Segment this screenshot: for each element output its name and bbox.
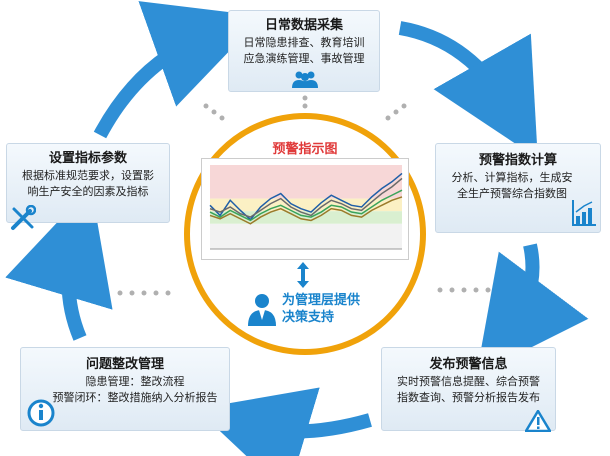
warning-icon (525, 410, 551, 432)
box-title: 问题整改管理 (85, 357, 164, 372)
updown-arrow-icon (297, 262, 309, 288)
chart-band-0 (210, 165, 402, 199)
chart-band-2 (210, 211, 402, 224)
support-line-1: 为管理层提供 (282, 293, 361, 308)
box-line: 应急演练管理、事故管理 (243, 52, 365, 65)
box-title: 日常数据采集 (264, 18, 343, 33)
dotted-connectors (117, 95, 491, 296)
box-line: 实时预警信息提醒、综合预警 (397, 375, 540, 388)
warning-chart-svg (209, 165, 403, 250)
chart-series-2 (209, 189, 403, 222)
chart-band-3 (210, 223, 402, 249)
box-line: 响生产安全的因素及指标 (27, 185, 149, 198)
box-line: 分析、计算指标，生成安 (451, 171, 573, 184)
box-title: 设置指标参数 (48, 151, 127, 166)
arrow-bottom-right-to-left (196, 387, 372, 456)
box-line: 指数查询、预警分析报告发布 (397, 391, 540, 404)
arrow-right-to-bottom (476, 243, 589, 375)
box-line: 根据标准规范要求，设置影 (22, 169, 154, 182)
support-line-2: 决策支持 (282, 310, 335, 325)
tools-icon (11, 205, 36, 230)
arrow-left-to-top (93, 1, 263, 139)
chart-series-3 (209, 196, 403, 225)
arrow-top-to-right (398, 21, 538, 159)
box-title: 预警指数计算 (478, 153, 557, 168)
chart-series-1 (209, 177, 403, 218)
arrow-bottom-to-left (5, 186, 113, 341)
manager-icon (248, 294, 276, 326)
decision-support-text: 为管理层提供 决策支持 (282, 292, 360, 326)
box-line: 日常隐患排查、教育培训 (243, 36, 365, 49)
box-set-indicator-params: 设置指标参数 根据标准规范要求，设置影 响生产安全的因素及指标 (6, 143, 170, 223)
warning-chart (201, 158, 409, 260)
users-icon (292, 71, 318, 88)
box-publish-warning: 发布预警信息 实时预警信息提醒、综合预警 指数查询、预警分析报告发布 (381, 347, 556, 431)
box-issue-rectification: 问题整改管理 隐患管理：整改流程 预警闭环：整改措施纳入分析报告 (20, 347, 230, 431)
box-title: 发布预警信息 (429, 357, 508, 372)
chart-band-1 (210, 198, 402, 212)
box-line: 全生产预警综合指数图 (457, 187, 567, 200)
box-line: 隐患管理：整改流程 (85, 375, 185, 388)
chart-series-0 (209, 172, 403, 221)
chart-title: 预警指示图 (272, 142, 338, 157)
bar-chart-icon (572, 200, 596, 226)
info-icon (27, 399, 55, 427)
box-line: 预警闭环：整改措施纳入分析报告 (52, 391, 218, 404)
